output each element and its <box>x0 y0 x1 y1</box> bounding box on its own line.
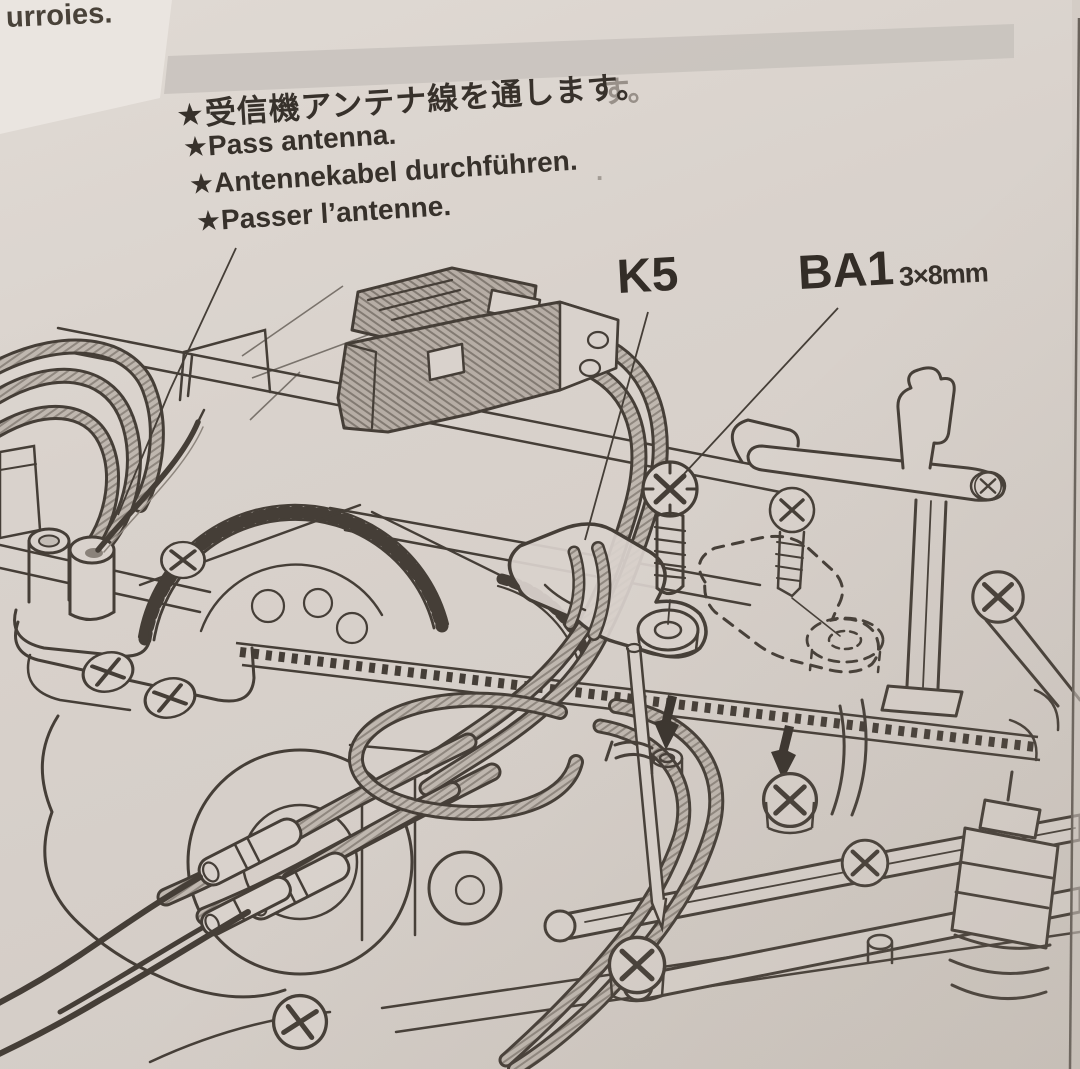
part-label-ba1: BA1 <box>796 242 896 300</box>
partial-word-top-left: urroies. <box>5 0 113 34</box>
part-label-ba1-size: 3×8mm <box>898 257 989 292</box>
bleedthrough-dot: . <box>596 156 604 186</box>
part-label-k5: K5 <box>615 247 680 304</box>
